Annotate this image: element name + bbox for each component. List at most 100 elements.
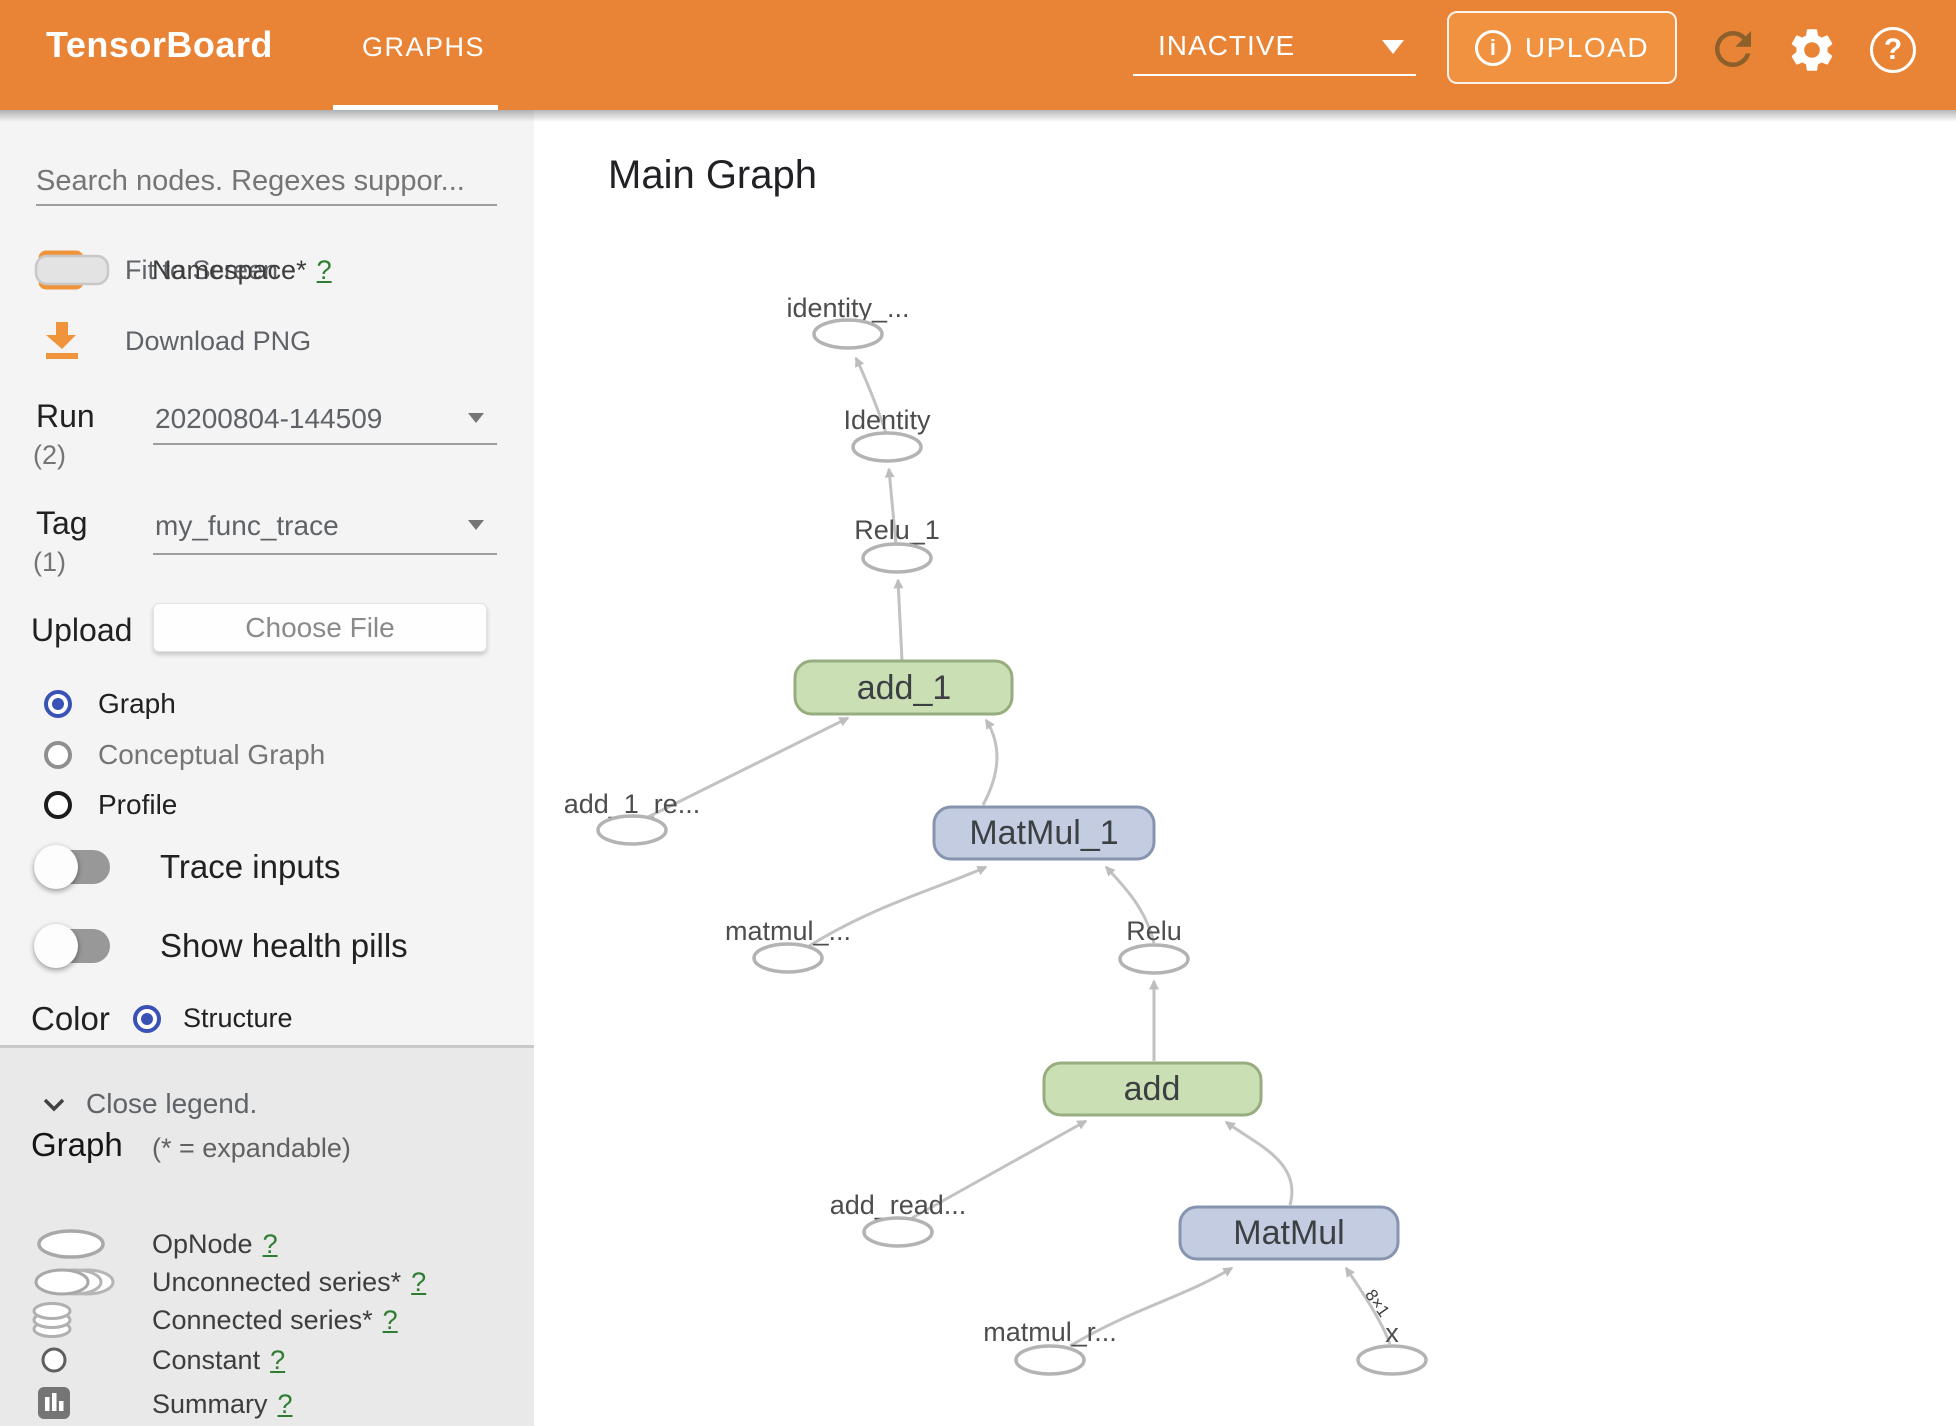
- namespace-rect[interactable]: [793, 659, 1014, 716]
- help-link[interactable]: ?: [262, 1229, 278, 1259]
- namespace-rect[interactable]: [1178, 1205, 1400, 1261]
- close-legend-button[interactable]: Close legend.: [42, 1088, 257, 1120]
- node-add[interactable]: add: [1042, 1061, 1263, 1117]
- node-identity[interactable]: Identity: [843, 405, 931, 463]
- show-health-pills-toggle[interactable]: Show health pills: [34, 924, 408, 968]
- chevron-down-icon: [1382, 40, 1404, 54]
- legend-label: OpNode?: [152, 1229, 278, 1260]
- status-dropdown-underline: [1133, 74, 1416, 76]
- run-dropdown-value[interactable]: 20200804-144509: [155, 403, 383, 434]
- run-dropdown-underline: [153, 443, 497, 445]
- namespace-rect[interactable]: [932, 805, 1156, 861]
- gear-icon[interactable]: [1786, 24, 1838, 76]
- legend-label: Connected series*?: [152, 1305, 398, 1336]
- node-identity-out[interactable]: identity_...: [786, 293, 910, 350]
- run-dropdown-caret[interactable]: [468, 413, 484, 423]
- node-matmul-1[interactable]: MatMul_1: [932, 805, 1156, 861]
- legend-text: Unconnected series*: [152, 1267, 402, 1297]
- help-link[interactable]: ?: [411, 1267, 427, 1297]
- upload-button-label: UPLOAD: [1524, 31, 1650, 63]
- unconnected-series-icon: [34, 1268, 115, 1296]
- tag-count: (1): [33, 547, 66, 577]
- opnode-ellipse[interactable]: [861, 542, 933, 574]
- opnode-ellipse[interactable]: [851, 431, 923, 463]
- node-relu-1[interactable]: Relu_1: [854, 515, 940, 574]
- namespace-rect[interactable]: [1042, 1061, 1263, 1117]
- tag-dropdown-value[interactable]: my_func_trace: [155, 510, 339, 541]
- status-dropdown[interactable]: INACTIVE: [1133, 26, 1416, 76]
- legend-text: OpNode: [152, 1229, 253, 1259]
- legend-row-constant: Constant?: [0, 1340, 534, 1380]
- opnode-ellipse[interactable]: [812, 318, 884, 350]
- chevron-down-icon: [43, 1098, 65, 1111]
- node-add-1[interactable]: add_1: [793, 659, 1014, 716]
- download-icon[interactable]: [44, 320, 80, 360]
- help-link[interactable]: ?: [277, 1389, 293, 1419]
- legend-text: Namespace*: [152, 255, 307, 285]
- download-png-button[interactable]: Download PNG: [125, 326, 312, 356]
- tag-dropdown-caret[interactable]: [468, 520, 484, 530]
- upload-button[interactable]: i UPLOAD: [1447, 11, 1677, 84]
- toggle-thumb: [34, 845, 78, 889]
- radio-conceptual-graph[interactable]: Conceptual Graph: [44, 739, 325, 771]
- node-label: matmul_...: [725, 916, 851, 946]
- node-matmul-read-2[interactable]: matmul_...: [725, 916, 851, 974]
- search-input[interactable]: [36, 158, 497, 206]
- trace-inputs-label: Trace inputs: [160, 848, 341, 885]
- radio-profile-label: Profile: [98, 789, 178, 820]
- node-add-read[interactable]: add_read...: [830, 1190, 967, 1248]
- help-icon[interactable]: ?: [1870, 27, 1916, 73]
- opnode-ellipse[interactable]: [596, 814, 668, 846]
- help-link[interactable]: ?: [382, 1305, 398, 1335]
- status-dropdown-value: INACTIVE: [1158, 30, 1296, 61]
- legend-label: Summary?: [152, 1389, 293, 1420]
- node-x[interactable]: x: [1356, 1318, 1428, 1376]
- node-add-1-read[interactable]: add_1_re...: [564, 789, 701, 846]
- opnode-ellipse[interactable]: [752, 942, 824, 974]
- node-label: matmul_r...: [983, 1317, 1117, 1347]
- radio-graph[interactable]: Graph: [44, 688, 176, 720]
- node-label: add_read...: [830, 1190, 967, 1220]
- radio-conceptual-graph-label: Conceptual Graph: [98, 739, 326, 770]
- legend-text: Constant: [152, 1345, 261, 1375]
- opnode-ellipse[interactable]: [1118, 943, 1190, 975]
- node-matmul[interactable]: MatMul: [1178, 1205, 1400, 1261]
- fit-to-screen-button[interactable]: Fit to Screen: [125, 255, 279, 285]
- sidebar: Fit to Screen Download PNG Run (2) 20200…: [0, 110, 534, 1426]
- refresh-icon[interactable]: [1706, 22, 1760, 76]
- tab-graphs[interactable]: GRAPHS: [362, 32, 486, 62]
- radio-color-structure[interactable]: Structure: [133, 1003, 293, 1034]
- node-label: identity_...: [786, 293, 909, 323]
- legend-row-unconnected-series: Unconnected series*?: [0, 1262, 534, 1302]
- opnode-ellipse[interactable]: [1014, 1344, 1086, 1376]
- radio-selected-icon: [44, 690, 72, 718]
- legend-row-namespace: Namespace*?: [0, 250, 534, 290]
- radio-selected-icon: [133, 1004, 161, 1033]
- choose-file-button[interactable]: Choose File: [153, 603, 487, 652]
- upload-label: Upload: [31, 612, 133, 648]
- radio-profile[interactable]: Profile: [44, 789, 177, 821]
- constant-icon: [41, 1347, 67, 1373]
- opnode-ellipse[interactable]: [1356, 1344, 1428, 1376]
- node-matmul-read[interactable]: matmul_r...: [983, 1317, 1117, 1376]
- legend-title: Graph: [31, 1126, 123, 1163]
- help-link[interactable]: ?: [316, 255, 332, 285]
- legend-text: Summary: [152, 1389, 268, 1419]
- node-label: add_1_re...: [564, 789, 701, 819]
- help-link[interactable]: ?: [270, 1345, 286, 1375]
- trace-inputs-toggle[interactable]: Trace inputs: [34, 845, 341, 889]
- main-graph-heading: Main Graph: [608, 153, 817, 197]
- radio-graph-label: Graph: [98, 688, 176, 719]
- node-label: Relu: [1126, 916, 1182, 946]
- opnode-ellipse[interactable]: [862, 1216, 934, 1248]
- toggle-track: [34, 845, 110, 889]
- graph-canvas[interactable]: 8×1 identity_... Identity Relu_1 add_1_r…: [534, 110, 1956, 1426]
- node-relu[interactable]: Relu: [1118, 916, 1190, 975]
- color-structure-label: Structure: [183, 1003, 293, 1033]
- legend-subtitle: (* = expandable): [152, 1133, 351, 1163]
- run-count: (2): [33, 440, 66, 470]
- legend-panel: Close legend. Graph (* = expandable) Nam…: [0, 254, 534, 1426]
- node-label: Relu_1: [854, 515, 940, 545]
- tab-active-underline: [333, 105, 498, 110]
